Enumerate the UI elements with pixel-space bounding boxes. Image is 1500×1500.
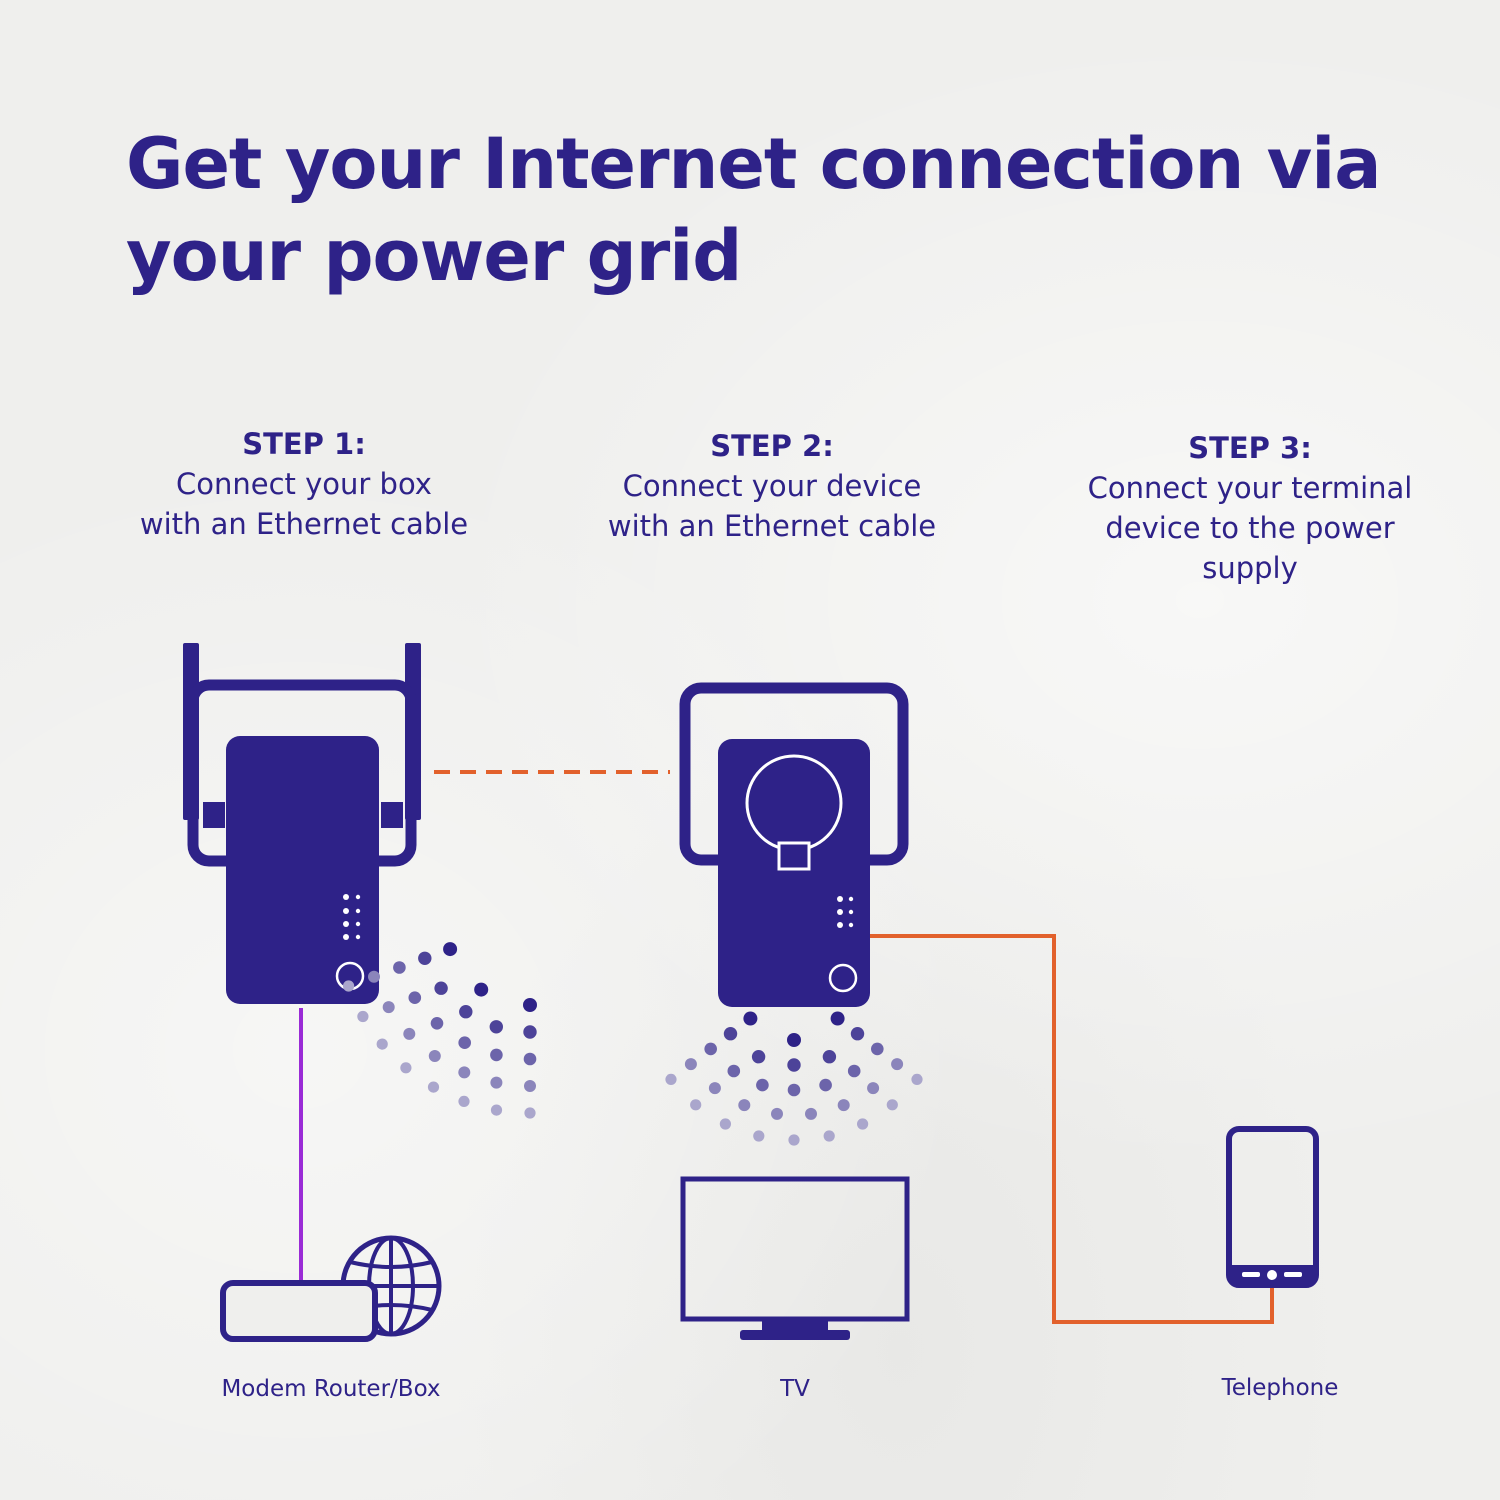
wifi-dot bbox=[738, 1099, 751, 1112]
wifi-dot bbox=[787, 1033, 801, 1047]
wifi-dot bbox=[458, 1095, 470, 1107]
wifi-dot bbox=[376, 1038, 388, 1050]
wifi-dot bbox=[837, 1099, 850, 1112]
wifi-dot bbox=[743, 1011, 758, 1026]
label-tv: TV bbox=[780, 1376, 810, 1402]
wifi-signal-waves-icon bbox=[665, 1011, 923, 1146]
wifi-dot bbox=[523, 1052, 537, 1066]
wifi-dot bbox=[684, 1058, 697, 1071]
wifi-dot bbox=[819, 1078, 832, 1092]
wifi-dot bbox=[490, 1076, 503, 1089]
label-telephone: Telephone bbox=[1221, 1375, 1339, 1401]
wifi-dot bbox=[756, 1078, 769, 1092]
step-3-title: STEP 3: bbox=[1188, 431, 1312, 465]
smartphone-icon bbox=[1226, 1126, 1319, 1288]
tv-icon bbox=[680, 1176, 910, 1340]
page-title: Get your Internet connection via your po… bbox=[126, 123, 1382, 297]
wifi-dot bbox=[474, 982, 489, 997]
wifi-dot bbox=[443, 942, 458, 957]
wifi-dot bbox=[459, 1005, 473, 1019]
wifi-dot bbox=[523, 998, 537, 1012]
wifi-dot bbox=[871, 1042, 884, 1056]
wifi-dot bbox=[719, 1118, 732, 1130]
wifi-dot bbox=[393, 961, 406, 974]
wifi-dot bbox=[704, 1042, 717, 1056]
wifi-dot bbox=[458, 1066, 471, 1079]
passthrough-powerline-adapter-icon bbox=[679, 682, 909, 1007]
wifi-dot bbox=[418, 951, 432, 965]
wifi-dot bbox=[867, 1082, 880, 1095]
wifi-dot bbox=[343, 980, 355, 992]
wifi-dot bbox=[830, 1011, 845, 1026]
wifi-dot bbox=[805, 1107, 817, 1120]
wifi-dot bbox=[847, 1064, 861, 1078]
wifi-powerline-adapter-icon bbox=[183, 643, 421, 1004]
step-2-description: Connect your device with an Ethernet cab… bbox=[607, 469, 937, 543]
wifi-dot bbox=[787, 1058, 801, 1072]
wifi-dot bbox=[400, 1062, 412, 1074]
wifi-dot bbox=[822, 1050, 837, 1064]
wifi-dot bbox=[723, 1027, 738, 1041]
wifi-dot bbox=[911, 1073, 923, 1085]
label-modem: Modem Router/Box bbox=[221, 1376, 441, 1402]
wifi-signal-waves-icon bbox=[343, 942, 537, 1119]
step-2-title: STEP 2: bbox=[710, 429, 834, 463]
wifi-dot bbox=[727, 1064, 741, 1078]
wifi-dot bbox=[753, 1130, 765, 1142]
wifi-dot bbox=[368, 970, 380, 983]
wifi-dot bbox=[427, 1081, 440, 1093]
step-3: STEP 3: Connect your terminal device to … bbox=[1040, 428, 1460, 588]
wifi-dot bbox=[403, 1027, 416, 1040]
wifi-dot bbox=[357, 1010, 369, 1023]
wifi-dot bbox=[857, 1118, 869, 1130]
wifi-dot bbox=[850, 1027, 865, 1041]
wifi-dot bbox=[523, 1025, 537, 1039]
wifi-dot bbox=[751, 1050, 766, 1064]
wifi-dot bbox=[787, 1083, 801, 1097]
wifi-dot bbox=[382, 1001, 395, 1014]
step-1-title: STEP 1: bbox=[242, 427, 366, 461]
wifi-dot bbox=[708, 1082, 721, 1095]
wifi-dot bbox=[489, 1020, 503, 1034]
wifi-dot bbox=[490, 1104, 503, 1116]
wifi-dot bbox=[490, 1048, 503, 1062]
wifi-dot bbox=[891, 1058, 904, 1071]
wifi-dot bbox=[771, 1107, 783, 1120]
wifi-dot bbox=[524, 1080, 536, 1092]
wifi-dot bbox=[524, 1107, 536, 1119]
wifi-dot bbox=[428, 1050, 441, 1062]
wifi-dot bbox=[430, 1017, 444, 1030]
step-3-description: Connect your terminal device to the powe… bbox=[1087, 471, 1413, 585]
wifi-dot bbox=[823, 1130, 835, 1142]
wifi-dot bbox=[434, 981, 448, 995]
wifi-dot bbox=[665, 1073, 677, 1085]
wifi-dot bbox=[408, 991, 422, 1004]
wifi-dot bbox=[788, 1134, 800, 1146]
wifi-dot bbox=[690, 1099, 702, 1111]
step-1-description: Connect your box with an Ethernet cable bbox=[139, 467, 469, 541]
modem-router-icon bbox=[220, 1280, 378, 1342]
step-2: STEP 2: Connect your device with an Ethe… bbox=[572, 426, 972, 546]
step-1: STEP 1: Connect your box with an Etherne… bbox=[104, 424, 504, 544]
wifi-dot bbox=[886, 1099, 898, 1111]
wifi-dot bbox=[458, 1036, 472, 1049]
